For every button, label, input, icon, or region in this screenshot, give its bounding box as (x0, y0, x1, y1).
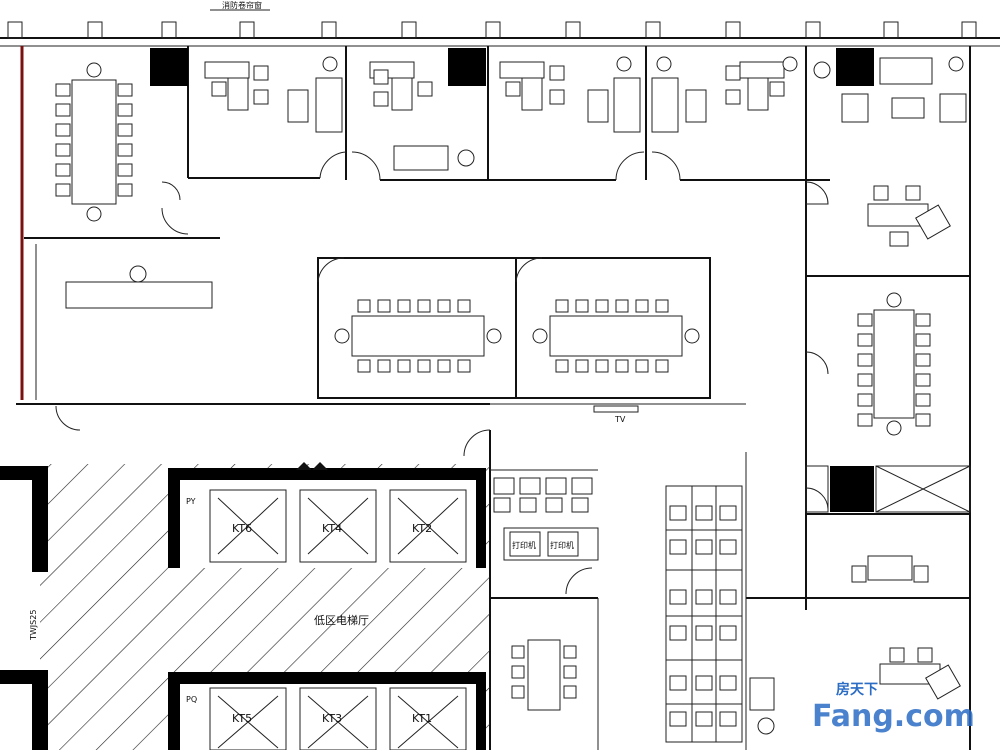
shaft-label-py: PY (186, 497, 196, 506)
printer-2 (547, 531, 579, 557)
boardroom-table (55, 62, 133, 222)
column-2 (448, 48, 486, 86)
watermark-brand-cn: 房天下 (836, 681, 878, 698)
elevator-label-kt4: KT4 (322, 522, 342, 535)
printer-label-1: 打印机 (512, 540, 536, 550)
printer-1 (509, 531, 541, 557)
elevator-label-kt1: KT1 (412, 712, 432, 725)
shaft-label-pq: PQ (186, 695, 197, 704)
meeting-rooms (317, 257, 711, 399)
top-row-rooms (150, 46, 874, 181)
elevator-label-kt2: KT2 (412, 522, 432, 535)
watermark-brand-en: Fang.com (812, 699, 975, 734)
riser-label: TWJS25 (29, 610, 38, 641)
printer-label-2: 打印机 (550, 540, 574, 550)
print-area: 打印机 打印机 (490, 469, 599, 750)
elevator-label-kt6: KT6 (232, 522, 252, 535)
elevator-kt1 (389, 687, 467, 750)
elevator-label-kt5: KT5 (232, 712, 252, 725)
watermark: 房天下 Fang.com (812, 681, 975, 734)
office-desks (204, 56, 967, 171)
right-rooms (746, 46, 971, 750)
elevator-cabins: KT6 KT4 KT2 KT5 KT3 KT1 PY PQ 低区电梯厅 TWJS… (29, 462, 467, 750)
elevator-kt5 (209, 687, 287, 750)
fire-shutter-note: 消防卷帘窗 (222, 0, 262, 10)
arrow-marker-icon (296, 462, 328, 470)
top-facade: 消防卷帘窗 (0, 0, 1000, 47)
tv-label: TV (614, 415, 626, 424)
elevator-label-kt3: KT3 (322, 712, 342, 725)
elevator-kt3 (299, 687, 377, 750)
open-workstations (665, 485, 743, 743)
column-3 (836, 48, 874, 86)
column-4 (830, 466, 874, 512)
reception (24, 181, 220, 400)
lift-lobby-label: 低区电梯厅 (314, 614, 369, 627)
window-bays (7, 21, 977, 39)
column-1 (150, 48, 188, 86)
